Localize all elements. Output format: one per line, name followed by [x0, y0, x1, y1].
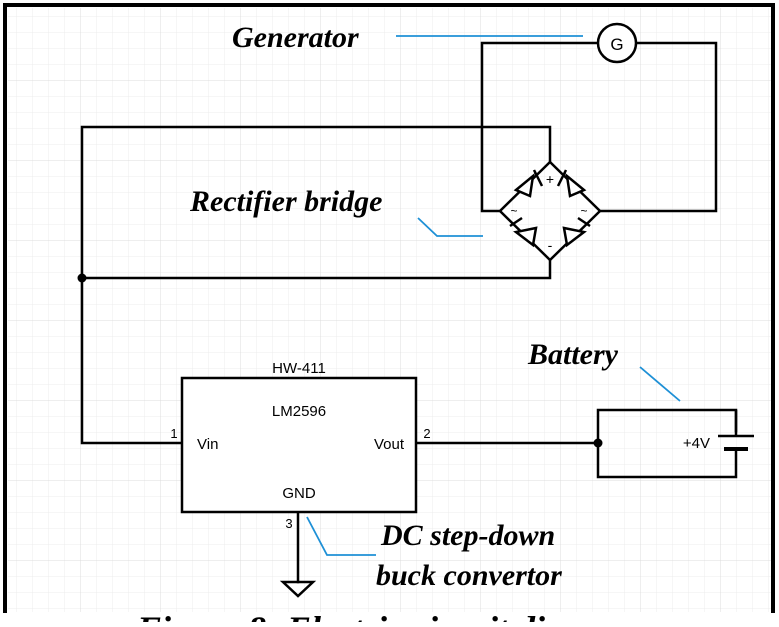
label-battery: Battery — [527, 338, 619, 371]
label-converter-line1: DC step-down — [380, 519, 555, 552]
label-converter-line2: buck convertor — [376, 559, 562, 592]
diode-lower-right — [562, 216, 591, 248]
pin-number-1: 1 — [170, 426, 177, 441]
leader-converter — [306, 516, 376, 556]
label-generator: Generator — [232, 21, 359, 54]
leader-battery — [639, 366, 681, 402]
ground-icon — [279, 580, 317, 598]
label-rectifier-bridge: Rectifier bridge — [189, 185, 382, 218]
junction-dot-battery — [593, 438, 603, 448]
junction-dot-left — [77, 273, 87, 283]
caption-backdrop — [0, 613, 779, 622]
pin-number-3: 3 — [285, 516, 292, 531]
diode-upper-left — [513, 169, 544, 198]
wire-battery-loop-bottom — [596, 441, 738, 479]
leader-rectifier — [417, 217, 483, 237]
bridge-plus-label: + — [546, 171, 554, 187]
figure-caption: Figure 8: Electric circuit diagram — [136, 609, 641, 622]
rectifier-bridge — [498, 160, 602, 262]
module-chip-name: LM2596 — [272, 403, 326, 420]
leader-lines — [306, 35, 681, 556]
generator-symbol: G — [596, 22, 638, 64]
diode-upper-right — [556, 169, 587, 198]
battery-value: +4V — [683, 435, 710, 452]
wire-mid-rail — [80, 258, 552, 280]
bridge-ac-right-label: ~ — [580, 204, 587, 218]
generator-letter: G — [610, 35, 623, 54]
pin-number-2: 2 — [423, 426, 430, 441]
module-pin-gnd: GND — [282, 485, 316, 502]
wire-generator-right — [598, 41, 718, 213]
module-pin-vout: Vout — [374, 436, 405, 453]
bridge-minus-label: - — [548, 237, 553, 253]
module-part-name: HW-411 — [272, 360, 326, 377]
bridge-ac-left-label: ~ — [510, 204, 517, 218]
module-pin-vin: Vin — [197, 436, 218, 453]
battery-symbol — [718, 410, 754, 451]
diode-lower-left — [509, 216, 538, 248]
wire-top-rail — [80, 125, 552, 445]
buck-converter-module — [180, 376, 418, 514]
